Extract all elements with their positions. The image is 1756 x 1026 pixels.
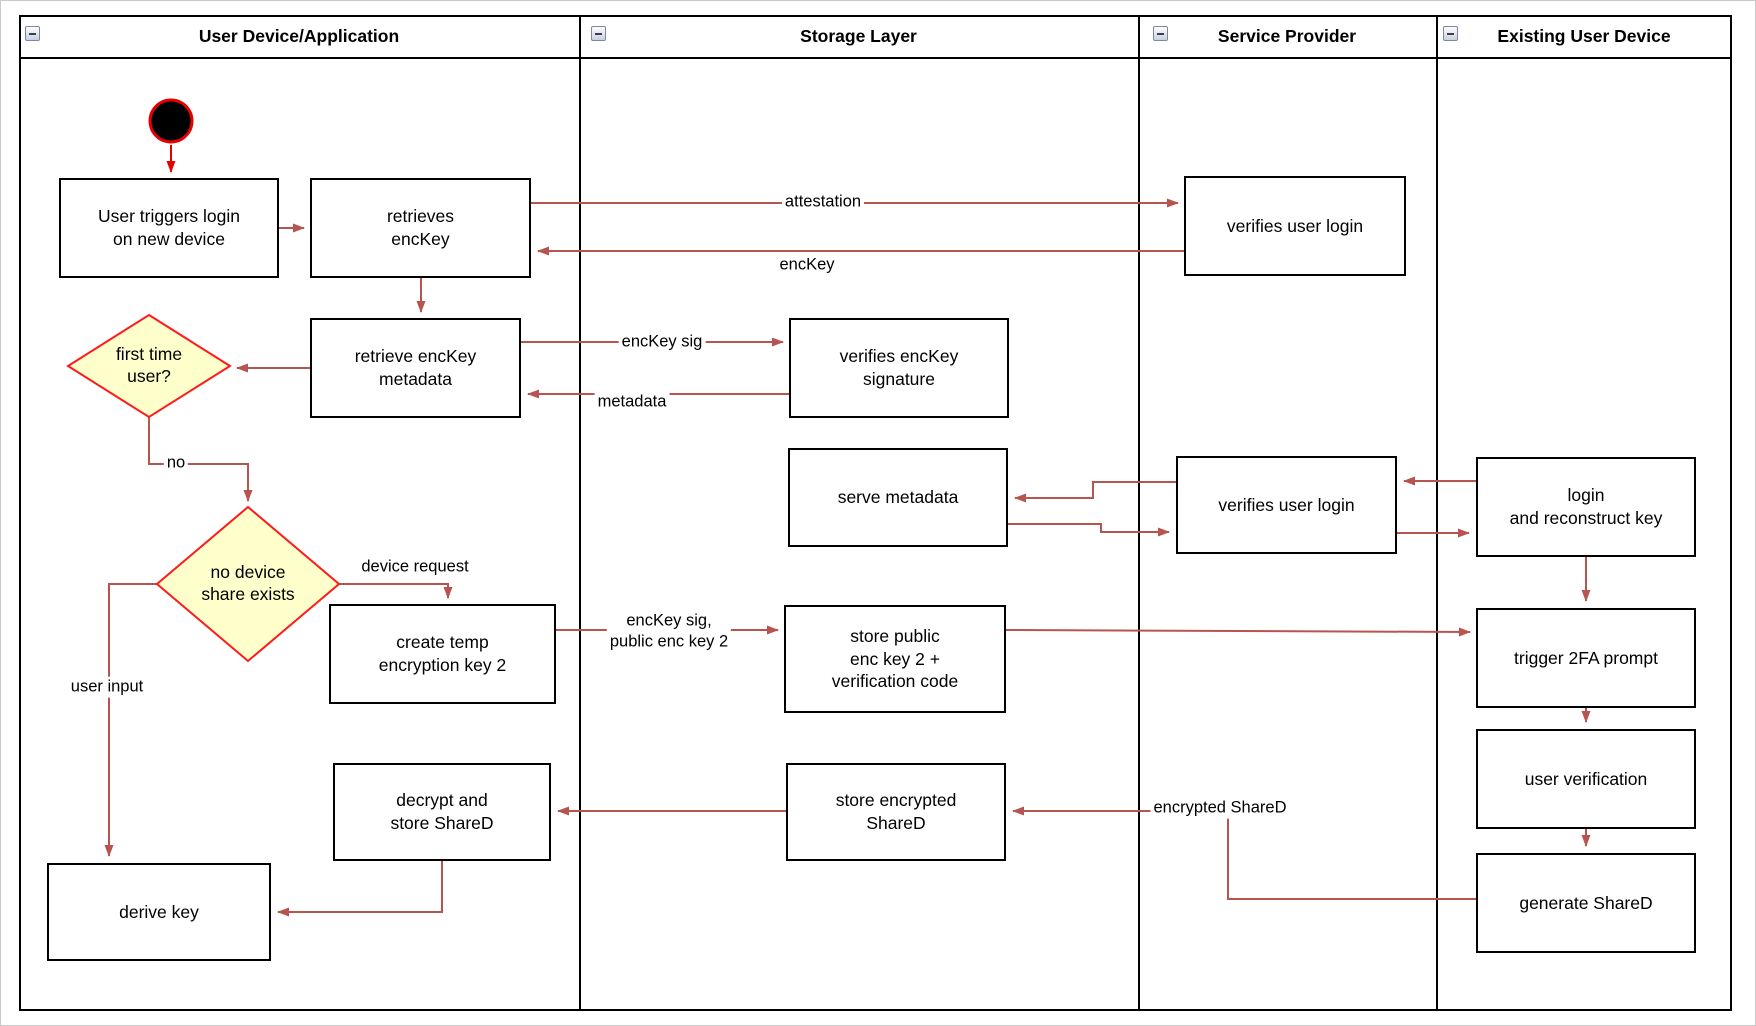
edge-device-request-edge: [339, 583, 453, 599]
start-node[interactable]: [148, 98, 194, 144]
user-verification-box[interactable]: user verification: [1476, 729, 1696, 829]
attestation-edge-label: attestation: [781, 191, 865, 213]
edge-generate-to-store-encrypted: [1012, 806, 1476, 900]
lane-title-service-provider: Service Provider: [1217, 26, 1357, 46]
lane-divider-2: [1138, 15, 1140, 1011]
create-temp-key-box[interactable]: create temp encryption key 2: [329, 604, 556, 704]
verifies-user-login-mid-box[interactable]: verifies user login: [1176, 456, 1397, 554]
user-input-edge-label: user input: [67, 676, 147, 698]
retrieve-enckey-metadata-box[interactable]: retrieve encKey metadata: [310, 318, 521, 418]
lane-divider-1: [579, 15, 581, 1011]
lane-title-existing-user-device: Existing User Device: [1497, 26, 1671, 46]
edge-user-input-edge: [104, 583, 157, 857]
verifies-enckey-signature-box[interactable]: verifies encKey signature: [789, 318, 1009, 418]
lane-title-storage-layer: Storage Layer: [800, 26, 917, 46]
retrieves-enckey-box[interactable]: retrieves encKey: [310, 178, 531, 278]
edge-decrypt-to-derive-key: [277, 861, 443, 917]
decrypt-store-shared-box[interactable]: decrypt and store ShareD: [333, 763, 551, 861]
store-encrypted-shared-box[interactable]: store encrypted ShareD: [786, 763, 1006, 861]
lane-title-user-device: User Device/Application: [198, 26, 400, 46]
enckey-sig-edge-label: encKey sig: [618, 331, 706, 353]
first-time-user-diamond-label: first time user?: [115, 344, 183, 386]
collapse-lane-icon[interactable]: [1443, 26, 1458, 41]
first-time-user-diamond[interactable]: [66, 313, 232, 419]
enckey-return-edge-label: encKey: [776, 254, 838, 276]
device-request-edge-label: device request: [358, 556, 472, 578]
diagram-outer-border: [19, 15, 1732, 1011]
no-branch-edge-label: no: [163, 452, 189, 474]
edge-serve-metadata-to-verifies: [1008, 523, 1170, 537]
login-reconstruct-key-box[interactable]: login and reconstruct key: [1476, 457, 1696, 557]
user-triggers-login-box[interactable]: User triggers login on new device: [59, 178, 279, 278]
metadata-return-edge-label: metadata: [594, 391, 670, 413]
no-device-share-diamond[interactable]: [155, 505, 341, 663]
edge-verifies-to-serve-metadata: [1014, 481, 1176, 503]
derive-key-box[interactable]: derive key: [47, 863, 271, 961]
trigger-2fa-box[interactable]: trigger 2FA prompt: [1476, 608, 1696, 708]
generate-shared-box[interactable]: generate ShareD: [1476, 853, 1696, 953]
generate-to-store-encrypted-label: encrypted ShareD: [1150, 797, 1290, 819]
store-public-key-box[interactable]: store public enc key 2 + verification co…: [784, 605, 1006, 713]
no-device-share-diamond-label: no device share exists: [201, 562, 295, 604]
enckey-sig-public-key-edge-label: encKey sig, public enc key 2: [606, 610, 732, 652]
collapse-lane-icon[interactable]: [591, 26, 606, 41]
serve-metadata-box[interactable]: serve metadata: [788, 448, 1008, 547]
edge-no-branch-edge: [148, 417, 253, 502]
lane-divider-3: [1436, 15, 1438, 1011]
lane-header-underline: [19, 57, 1732, 59]
edge-store-public-to-2fa-edge: [1005, 627, 1471, 637]
collapse-lane-icon[interactable]: [1153, 26, 1168, 41]
verifies-user-login-top-box[interactable]: verifies user login: [1184, 176, 1406, 276]
collapse-lane-icon[interactable]: [25, 26, 40, 41]
